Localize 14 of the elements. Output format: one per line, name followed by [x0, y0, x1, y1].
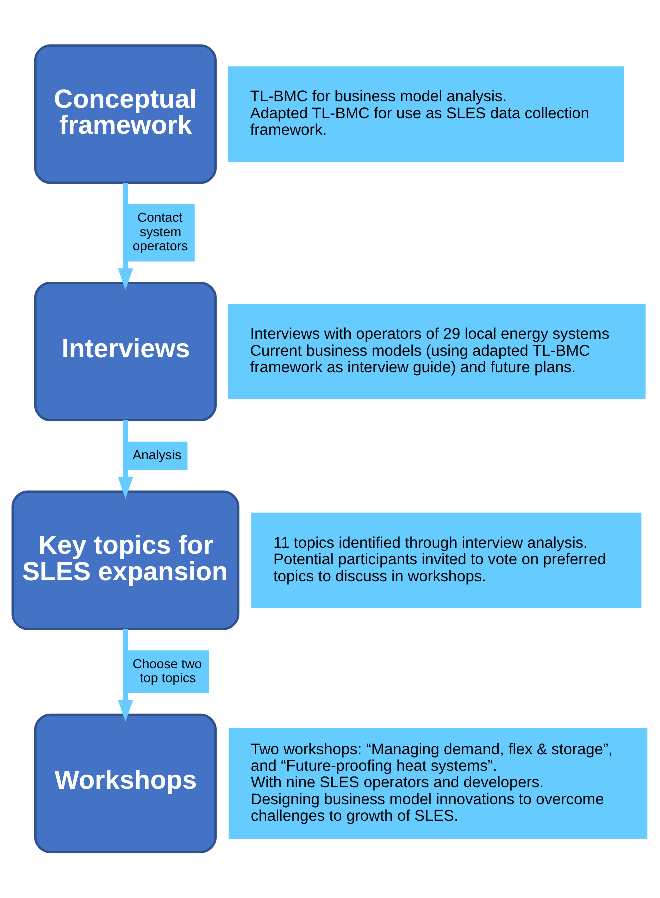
node-box: Interviews [34, 282, 217, 422]
arrow [118, 183, 134, 290]
node-box: Two workshops: “Managing demand, flex & storage”, and “Future-proofing heat systems”. With nine SLES operators and developers. Designing business model innovations to overcome challenges to growth of SLES. [228, 728, 648, 840]
edge-label: Choose two top topics [132, 656, 202, 686]
node-box: 11 topics identified through interview analysis. Potential participants invited to vote on preferred topics to discuss in workshops. [252, 512, 642, 608]
edge-label: Contact system operators [132, 210, 188, 254]
node-box: Interviews with operators of 29 local energy systems Current business models (using adapted TL-BMC framework as interview guide) and future plans. [228, 304, 646, 400]
node-box: Conceptual framework [34, 44, 217, 184]
arrow [118, 420, 134, 499]
node-box: Workshops [34, 714, 217, 854]
node-box: TL-BMC for business model analysis. Adapted TL-BMC for use as SLES data collection framework. [228, 66, 624, 162]
edge-label: Analysis [132, 448, 182, 462]
arrow [118, 629, 134, 722]
node-box: Key topics for SLES expansion [12, 490, 240, 630]
